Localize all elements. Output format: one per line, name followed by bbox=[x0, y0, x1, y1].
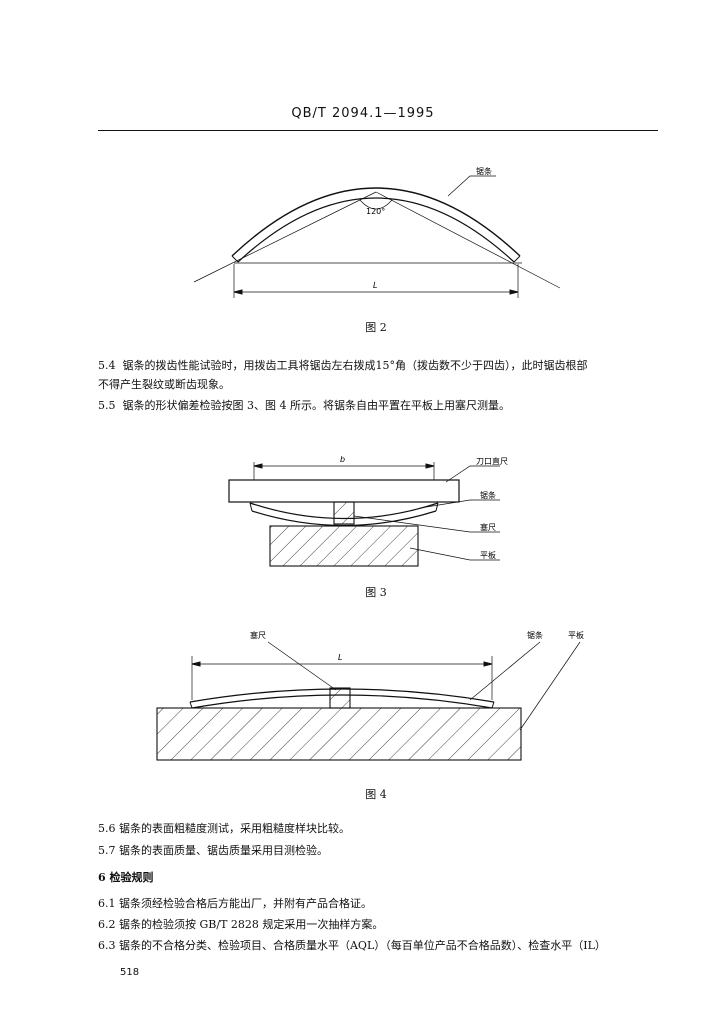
fig3-label-plate: 平板 bbox=[480, 550, 496, 560]
fig2-blade-label: 锯条 bbox=[476, 166, 492, 176]
fig4-label-feeler: 塞尺 bbox=[250, 630, 266, 640]
section-5-4-line-1: 5.4 锯条的拨齿性能试验时，用拨齿工具将锯齿左右拨成15°角（拨齿数不少于四齿… bbox=[98, 359, 588, 372]
fig2-length-label: L bbox=[373, 281, 377, 290]
figure-2-caption: 图 2 bbox=[365, 321, 387, 334]
page-number: 518 bbox=[120, 967, 140, 978]
section-6-3: 6.3 锯条的不合格分类、检验项目、合格质量水平（AQL）（每百单位产品不合格品… bbox=[98, 939, 606, 952]
fig2-angle-label: 120° bbox=[366, 207, 385, 216]
fig3-label-straight-edge: 刀口直尺 bbox=[476, 456, 508, 466]
fig4-label-plate: 平板 bbox=[568, 630, 584, 640]
section-5-5: 5.5 锯条的形状偏差检验按图 3、图 4 所示。将锯条自由平置在平板上用塞尺测… bbox=[98, 399, 510, 412]
section-5-4-line-2: 不得产生裂纹或断齿现象。 bbox=[98, 378, 230, 391]
section-6-heading: 6 检验规则 bbox=[98, 871, 154, 884]
section-6-1: 6.1 锯条须经检验合格后方能出厂，并附有产品合格证。 bbox=[98, 897, 372, 910]
standard-number-header: QB/T 2094.1—1995 bbox=[291, 106, 435, 121]
figure-3-caption: 图 3 bbox=[365, 586, 387, 599]
figure-4-caption: 图 4 bbox=[365, 788, 387, 801]
header-rule bbox=[98, 130, 658, 131]
fig4-length-label: L bbox=[338, 653, 342, 662]
fig3-label-blade: 锯条 bbox=[480, 490, 496, 500]
section-5-6: 5.6 锯条的表面粗糙度测试，采用粗糙度样块比较。 bbox=[98, 822, 350, 835]
fig4-label-blade: 锯条 bbox=[527, 630, 543, 640]
section-5-7: 5.7 锯条的表面质量、锯齿质量采用目测检验。 bbox=[98, 844, 328, 857]
section-6-2: 6.2 锯条的检验须按 GB/T 2828 规定采用一次抽样方案。 bbox=[98, 918, 384, 931]
fig3-label-feeler: 塞尺 bbox=[480, 522, 496, 532]
fig3-length-label: b bbox=[340, 455, 345, 464]
